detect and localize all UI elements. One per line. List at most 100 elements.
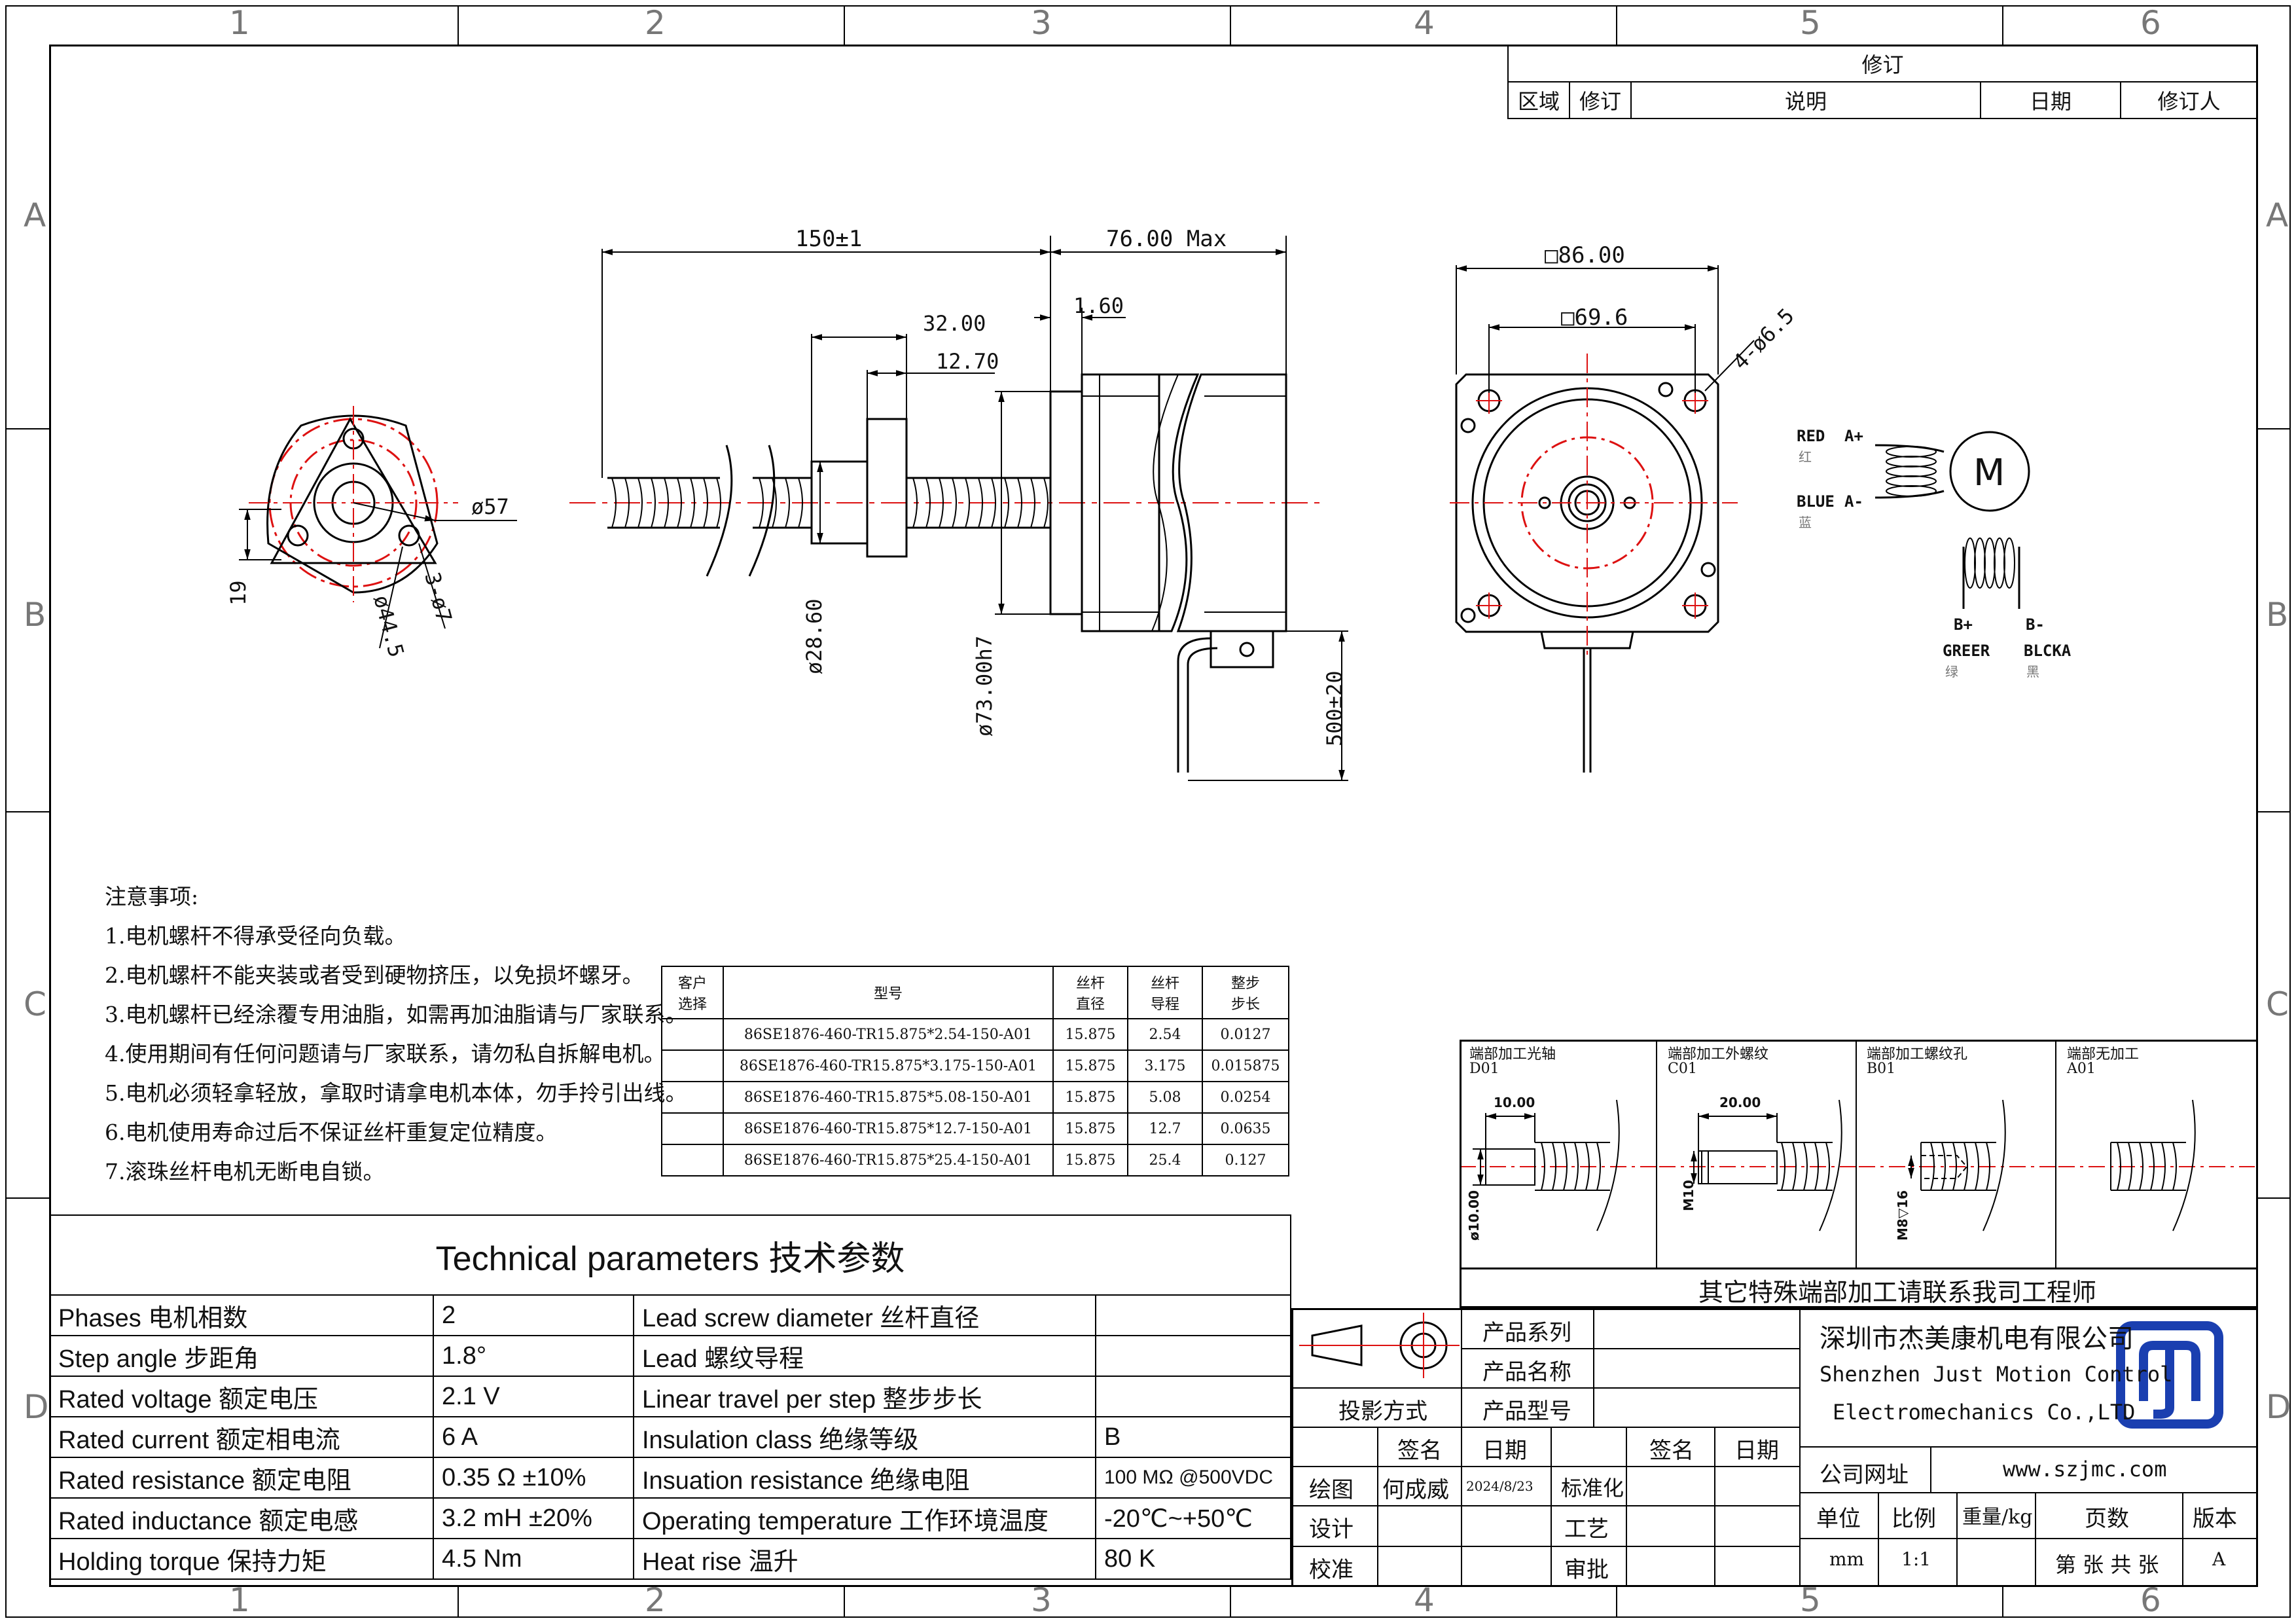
model-col-model: 型号: [723, 966, 1054, 1019]
standard-label: 标准化: [1561, 1476, 1624, 1501]
note-item: 5.电机必须轻拿轻放，拿取时请拿电机本体，勿手拎引出线。: [105, 1080, 687, 1106]
end-panel-dim: 10.00: [1494, 1095, 1535, 1110]
param-label: Rated inductance 额定电感: [49, 1497, 434, 1539]
website-label: 公司网址: [1820, 1462, 1909, 1488]
process-label: 工艺: [1564, 1516, 1609, 1542]
tech-params-title: Technical parameters 技术参数: [49, 1214, 1291, 1296]
diameter-cell: 15.875: [1052, 1081, 1128, 1114]
model-col-diameter: 丝杆 直径: [1052, 966, 1128, 1019]
revision-col-area: 区域: [1507, 81, 1570, 119]
grid-row-d: D: [24, 1388, 49, 1426]
product-model-label: 产品型号: [1482, 1398, 1571, 1425]
note-item: 3.电机螺杆已经涂覆专用油脂，如需再加油脂请与厂家联系。: [105, 1002, 687, 1027]
inner-border: [49, 45, 2258, 1587]
lead-cell: 3.175: [1127, 1049, 1203, 1082]
revision-col-date: 日期: [1980, 81, 2121, 119]
grid-col-4-bottom: 4: [1414, 1581, 1435, 1619]
param-value: 0.35 Ω ±10%: [433, 1457, 634, 1499]
step-cell: 0.0254: [1202, 1081, 1289, 1114]
wire-b-plus: B+: [1954, 615, 1973, 634]
model-table: 客户 选择 型号 丝杆 直径 丝杆 导程 整步 步长 86SE1876-460-…: [661, 966, 1289, 1176]
check-label: 校准: [1309, 1557, 1354, 1583]
revision-col-desc: 说明: [1630, 81, 1981, 119]
param-value: 4.5 Nm: [433, 1538, 634, 1580]
param-label: Rated current 额定相电流: [49, 1416, 434, 1458]
scale-value: 1:1: [1901, 1548, 1931, 1570]
dim-160: 1.60: [1073, 293, 1124, 318]
version-value: A: [2212, 1548, 2226, 1570]
model-cell: 86SE1876-460-TR15.875*25.4-150-A01: [723, 1144, 1054, 1176]
model-select-cell[interactable]: [661, 1018, 724, 1051]
revision-title: 修订: [1507, 45, 2258, 82]
grid-col-4: 4: [1414, 4, 1435, 42]
grid-col-1-bottom: 1: [229, 1581, 250, 1619]
model-col-step: 整步 步长: [1202, 966, 1289, 1019]
table-row: Phases 电机相数 2 Lead screw diameter 丝杆直径: [49, 1294, 1291, 1336]
end-view: [1450, 354, 1738, 773]
param-label: Step angle 步距角: [49, 1335, 434, 1377]
pages-value: 第 张 共 张: [2055, 1552, 2159, 1577]
param-label: Rated resistance 额定电阻: [49, 1457, 434, 1499]
table-row: Rated resistance 额定电阻 0.35 Ω ±10% Insuat…: [49, 1457, 1291, 1499]
grid-col-2-bottom: 2: [645, 1581, 666, 1619]
lead-cell: 2.54: [1127, 1018, 1203, 1051]
end-panel-title: 端部无加工: [2067, 1046, 2140, 1063]
diameter-cell: 15.875: [1052, 1018, 1128, 1051]
dim-square-86: □86.00: [1545, 242, 1625, 268]
dim-phi57: ø57: [471, 494, 509, 519]
model-select-cell[interactable]: [661, 1144, 724, 1176]
model-cell: 86SE1876-460-TR15.875*2.54-150-A01: [723, 1018, 1054, 1051]
wire-red-cn: 红: [1799, 449, 1812, 465]
sign-label: 签名: [1397, 1438, 1442, 1464]
dim-total-length: 150±1: [795, 226, 863, 252]
note-item: 6.电机使用寿命过后不保证丝杆重复定位精度。: [105, 1120, 558, 1145]
end-machining-footer: 其它特殊端部加工请联系我司工程师: [1698, 1278, 2097, 1307]
note-item: 2.电机螺杆不能夹装或者受到硬物挤压，以免损坏螺牙。: [105, 962, 644, 988]
end-machining-box: [1460, 1040, 2258, 1308]
tech-params-table: Technical parameters 技术参数 Phases 电机相数 2 …: [49, 1214, 1291, 1580]
end-panel-divider: [1856, 1040, 1857, 1269]
param-value: 3.2 mH ±20%: [433, 1497, 634, 1539]
version-label: 版本: [2193, 1506, 2237, 1532]
param-label: Linear travel per step 整步步长: [633, 1376, 1096, 1417]
dim-1270: 12.70: [936, 349, 999, 374]
end-panel-code: D01: [1469, 1061, 1499, 1077]
lead-cell: 5.08: [1127, 1081, 1203, 1114]
step-cell: 0.0635: [1202, 1112, 1289, 1145]
model-select-cell[interactable]: [661, 1112, 724, 1145]
grid-col-5: 5: [1800, 4, 1821, 42]
grid-row-c: C: [24, 985, 46, 1023]
grid-row-b-right: B: [2266, 596, 2289, 634]
notes-block: 注意事项: 1.电机螺杆不得承受径向负载。 2.电机螺杆不能夹装或者受到硬物挤压…: [105, 877, 687, 1192]
date-label-2: 日期: [1734, 1438, 1779, 1464]
param-value: B: [1095, 1416, 1291, 1458]
grid-row-a: A: [24, 196, 46, 234]
draw-date: 2024/8/23: [1466, 1478, 1534, 1494]
drawer-name: 何成威: [1382, 1477, 1449, 1503]
website-link[interactable]: www.szjmc.com: [2003, 1457, 2167, 1482]
note-item: 7.滚珠丝杆电机无断电自锁。: [105, 1159, 385, 1184]
wire-blue-cn: 蓝: [1799, 515, 1812, 530]
wire-a-plus: A+: [1844, 427, 1863, 445]
table-row: Rated inductance 额定电感 3.2 mH ±20% Operat…: [49, 1497, 1291, 1539]
motor-symbol: M: [1973, 452, 2005, 494]
sign-label-2: 签名: [1649, 1438, 1694, 1464]
weight-label: 重量/kg: [1962, 1506, 2033, 1529]
grid-row-a-right: A: [2266, 196, 2289, 234]
grid-row-b: B: [24, 596, 46, 634]
param-value: 6 A: [433, 1416, 634, 1458]
model-select-cell[interactable]: [661, 1049, 724, 1082]
dim-square-696: □69.6: [1561, 304, 1628, 331]
param-value: -20℃~+50℃: [1095, 1497, 1291, 1539]
grid-row-c-right: C: [2266, 985, 2289, 1023]
end-panel-title: 端部加工外螺纹: [1668, 1046, 1769, 1063]
company-logo: [2116, 1321, 2223, 1429]
model-select-cell[interactable]: [661, 1081, 724, 1114]
grid-col-2: 2: [645, 4, 666, 42]
table-row: Holding torque 保持力矩 4.5 Nm Heat rise 温升 …: [49, 1538, 1291, 1580]
revision-table: 修订 区域 修订 说明 日期 修订人: [1507, 45, 2258, 119]
param-label: Lead screw diameter 丝杆直径: [633, 1294, 1096, 1336]
